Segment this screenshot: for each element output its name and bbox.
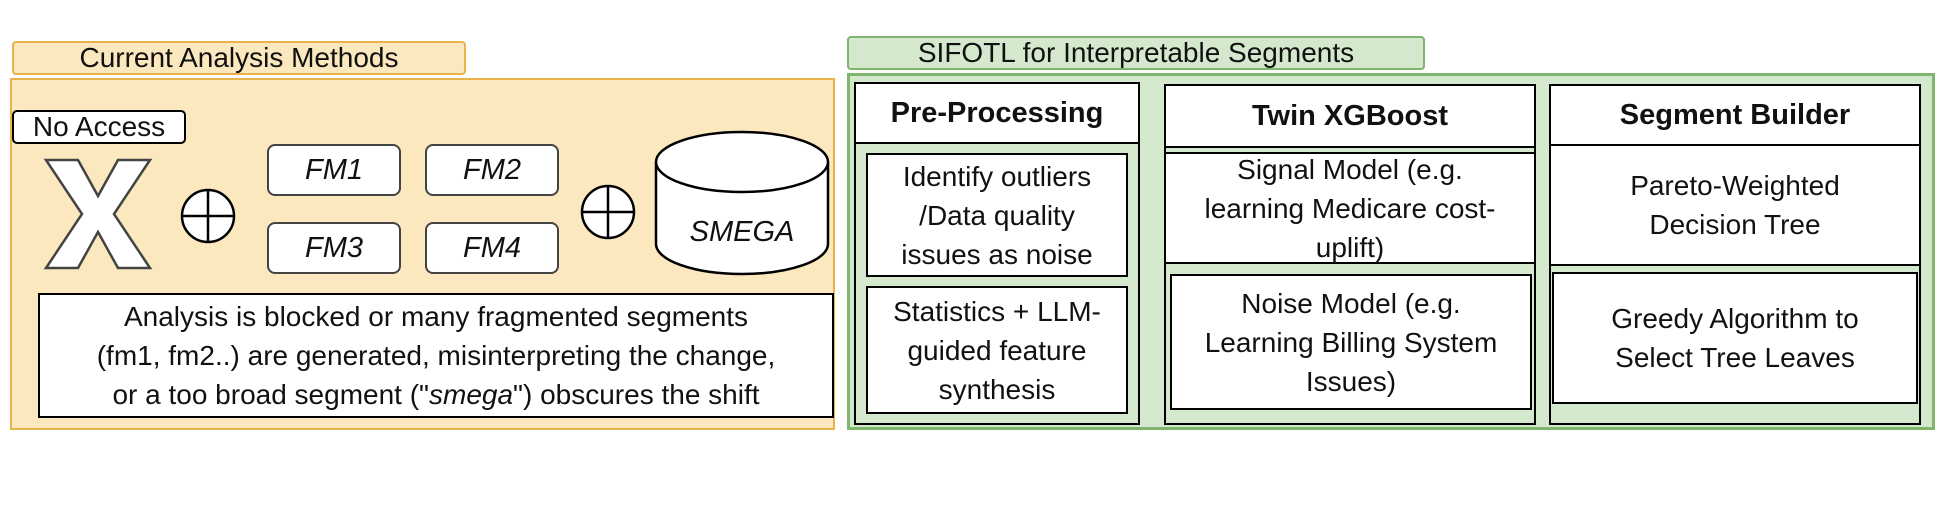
box-line: learning Medicare cost- [1204, 192, 1496, 224]
caption-line-1: Analysis is blocked or many fragmented s… [123, 301, 749, 332]
box-line: Decision Tree [1649, 209, 1821, 240]
box-line: guided feature [907, 334, 1087, 366]
segment-builder-header: Segment Builder [1549, 84, 1921, 146]
current-methods-title-text: Current Analysis Methods [79, 42, 399, 73]
box-line: issues as noise [901, 238, 1093, 270]
no-access-text: No Access [32, 111, 166, 142]
blocked-x-icon [43, 158, 153, 270]
no-access-label: No Access [12, 110, 186, 144]
box-line: Signal Model (e.g. [1237, 153, 1463, 185]
box-line: synthesis [938, 373, 1056, 405]
box-line: Pareto-Weighted [1630, 170, 1840, 201]
fm4-box: FM4 [425, 222, 559, 274]
noise-model-box: Noise Model (e.g. Learning Billing Syste… [1170, 274, 1532, 410]
pareto-tree-box: Pareto-Weighted Decision Tree [1549, 144, 1921, 266]
fm4-label: FM4 [463, 231, 521, 264]
current-methods-title: Current Analysis Methods [12, 41, 466, 75]
box-line: Issues) [1305, 365, 1397, 397]
database-cylinder-icon [654, 130, 830, 276]
caption-line-2: (fm1, fm2..) are generated, misinterpret… [96, 340, 776, 371]
box-line: Statistics + LLM- [893, 295, 1101, 327]
box-line: Learning Billing System [1204, 326, 1498, 358]
fm3-box: FM3 [267, 222, 401, 274]
smega-label: SMEGA [654, 208, 830, 256]
blocked-x-shape [43, 158, 153, 270]
preprocessing-header: Pre-Processing [854, 82, 1140, 144]
sifotl-title-text: SIFOTL for Interpretable Segments [917, 37, 1355, 68]
segment-builder-header-text: Segment Builder [1619, 98, 1851, 131]
preprocessing-header-text: Pre-Processing [890, 96, 1104, 129]
sifotl-title: SIFOTL for Interpretable Segments [847, 36, 1425, 70]
greedy-leaves-box: Greedy Algorithm to Select Tree Leaves [1552, 272, 1918, 404]
fm2-box: FM2 [425, 144, 559, 196]
box-line: uplift) [1315, 231, 1385, 263]
fm1-label: FM1 [305, 153, 363, 186]
fm3-label: FM3 [305, 231, 363, 264]
fm1-box: FM1 [267, 144, 401, 196]
current-methods-caption: Analysis is blocked or many fragmented s… [38, 293, 834, 418]
box-line: /Data quality [919, 199, 1075, 231]
direct-sum-icon [180, 188, 236, 244]
signal-model-box: Signal Model (e.g. learning Medicare cos… [1164, 152, 1536, 264]
caption-line-3-post: ") obscures the shift [513, 379, 760, 410]
caption-line-3: or a too broad segment ("smega") obscure… [97, 375, 776, 414]
fm2-label: FM2 [463, 153, 521, 186]
box-line: Greedy Algorithm to [1611, 303, 1859, 334]
box-line: Select Tree Leaves [1615, 342, 1855, 373]
direct-sum-icon [580, 184, 636, 240]
twin-xgboost-header-text: Twin XGBoost [1251, 99, 1448, 132]
outlier-identification-box: Identify outliers /Data quality issues a… [866, 153, 1128, 277]
box-line: Identify outliers [902, 160, 1092, 192]
caption-line-3-emphasis: smega [429, 379, 514, 410]
feature-synthesis-box: Statistics + LLM- guided feature synthes… [866, 286, 1128, 414]
box-line: Noise Model (e.g. [1241, 287, 1461, 319]
smega-text: SMEGA [689, 215, 795, 248]
caption-line-3-pre: or a too broad segment (" [112, 379, 429, 410]
twin-xgboost-header: Twin XGBoost [1164, 84, 1536, 148]
